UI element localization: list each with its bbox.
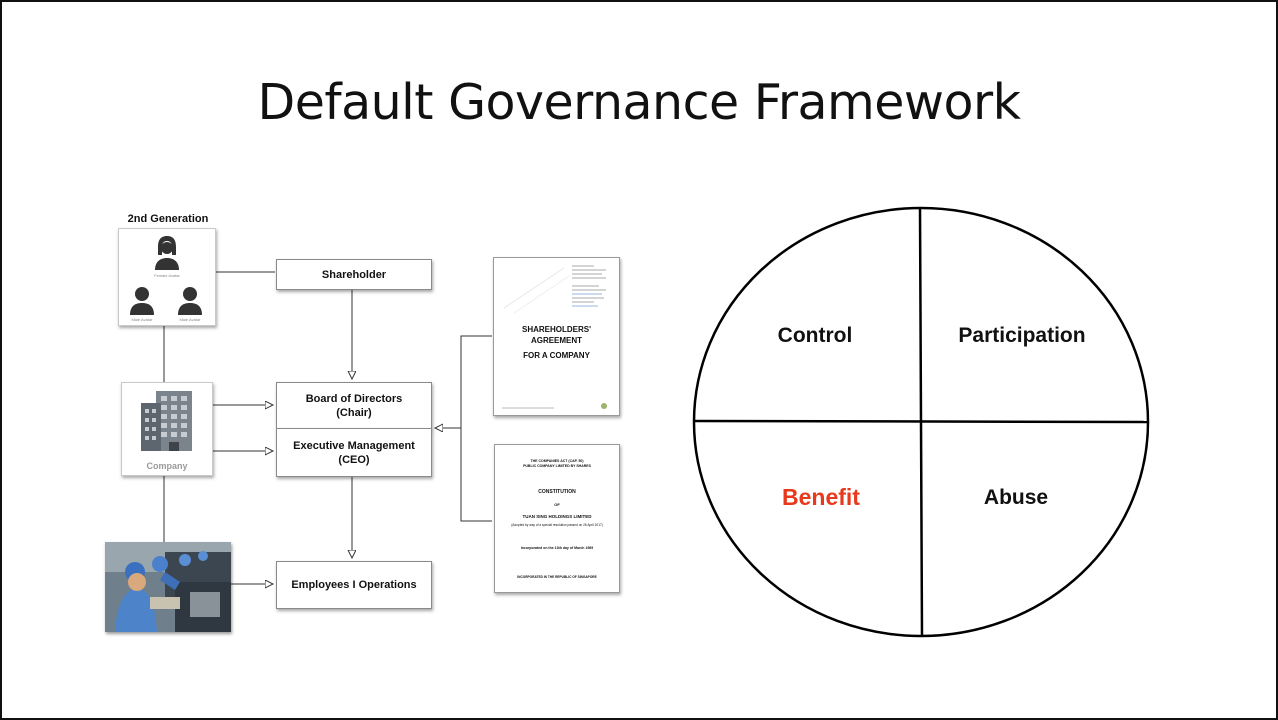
- male-avatar-icon: [178, 287, 202, 315]
- board-of-directors-box: Board of Directors (Chair): [276, 382, 432, 429]
- agreement-subtitle: FOR A COMPANY: [523, 351, 590, 360]
- quadrant-benefit: Benefit: [782, 484, 860, 510]
- shareholder-box: Shareholder: [276, 259, 432, 290]
- male-avatar-caption: Male Avatar: [179, 317, 201, 322]
- male-avatar-icon: [130, 287, 154, 315]
- constitution-country: INCORPORATED IN THE REPUBLIC OF SINGAPOR…: [517, 575, 597, 579]
- female-avatar-icon: [155, 236, 179, 270]
- constitution-title: CONSTITUTION: [538, 489, 576, 495]
- slide-title: Default Governance Framework: [257, 74, 1021, 131]
- shareholders-agreement-document: SHAREHOLDERS' AGREEMENT FOR A COMPANY: [493, 257, 620, 416]
- governance-quadrant-circle: [692, 206, 1150, 638]
- company-card: Company: [121, 382, 213, 476]
- factory-workers-photo: [105, 542, 231, 632]
- bracket-documents: [460, 335, 492, 522]
- agreement-title: SHAREHOLDERS' AGREEMENT: [521, 325, 592, 345]
- building-icon: [141, 391, 192, 451]
- quadrant-abuse: Abuse: [983, 486, 1049, 509]
- family-card: Female Avatar Male Avatar Male Avatar: [118, 228, 216, 326]
- female-avatar-caption: Female Avatar: [154, 273, 180, 278]
- quadrant-participation: Participation: [958, 324, 1086, 347]
- constitution-company: TUAN SING HOLDINGS LIMITED: [522, 514, 592, 519]
- constitution-of: OF: [554, 502, 560, 507]
- constitution-header: THE COMPANIES ACT (CAP. 50) PUBLIC COMPA…: [523, 459, 591, 468]
- male-avatar-caption: Male Avatar: [131, 317, 153, 322]
- executive-management-box: Executive Management (CEO): [276, 428, 432, 477]
- constitution-incorporated: Incorporated on the 13th day of March 19…: [520, 546, 594, 550]
- employees-operations-box: Employees I Operations: [276, 561, 432, 609]
- constitution-adoption: (Adopted by way of a special resolution …: [511, 523, 603, 527]
- generation-label: 2nd Generation: [127, 213, 209, 225]
- constitution-document: THE COMPANIES ACT (CAP. 50) PUBLIC COMPA…: [494, 444, 620, 593]
- company-label: Company: [146, 461, 188, 471]
- document-decoration: [502, 265, 607, 409]
- quadrant-control: Control: [777, 324, 853, 347]
